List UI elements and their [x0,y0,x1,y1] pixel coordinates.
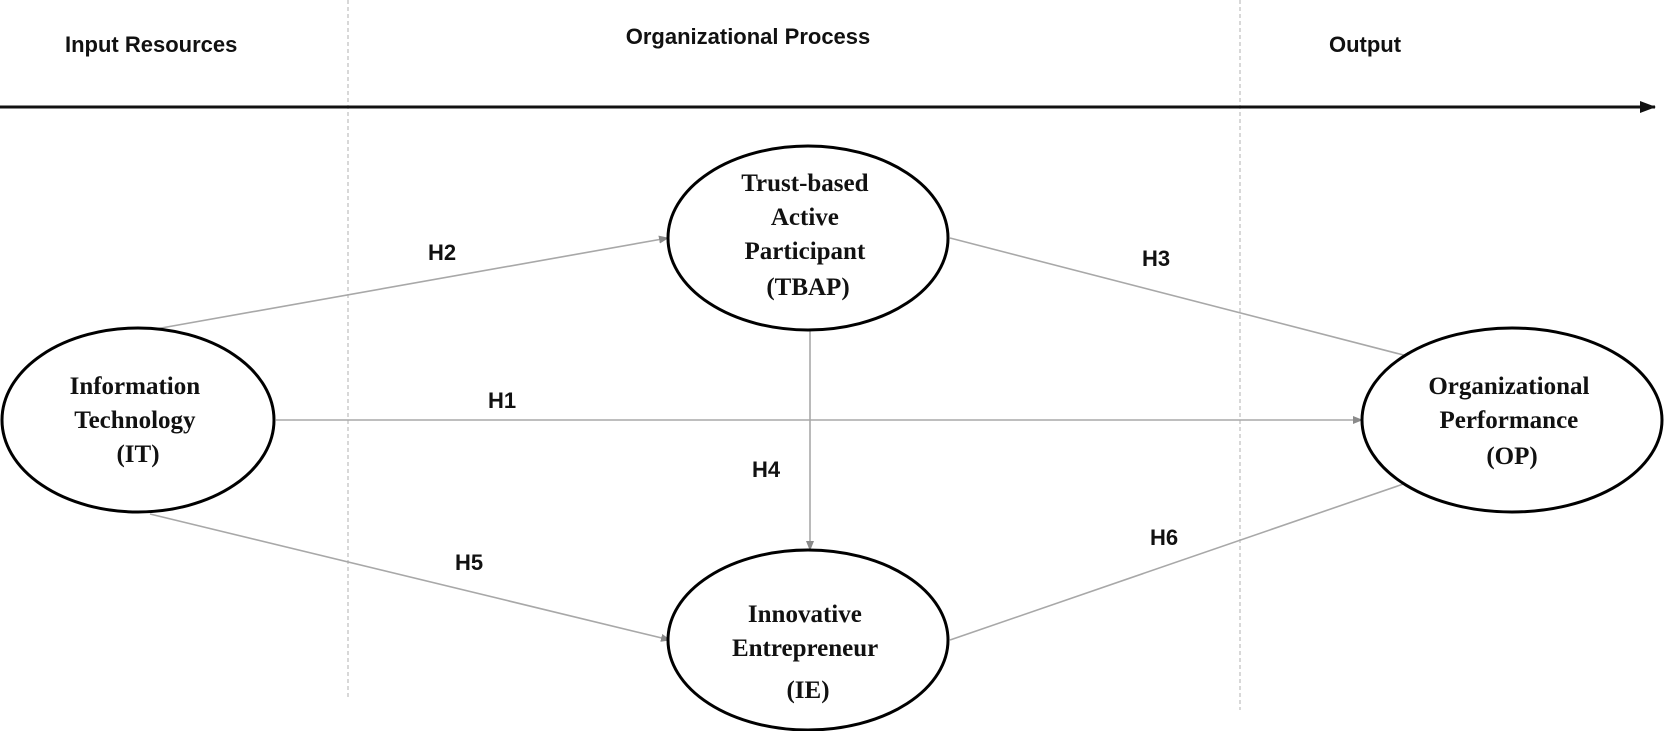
hypothesis-label-h5: H5 [455,550,483,575]
hypothesis-label-h4: H4 [752,457,781,482]
node-tbap-line-4: (TBAP) [766,274,849,301]
node-information-technology-ellipse [0,326,276,514]
node-tbap-line-1: Trust-based [741,170,868,197]
node-ie-line-3: (IE) [786,677,829,704]
node-tbap-line-2: Active [771,204,839,231]
node-op-line-2: Performance [1439,407,1578,434]
node-ie-line-1: Innovative [748,601,862,628]
node-information-technology: Information Technology (IT) [0,326,276,514]
node-it-line-1: Information [70,373,201,400]
hypothesis-label-h6: H6 [1150,525,1178,550]
node-op-line-1: Organizational [1428,373,1589,400]
hypothesis-label-h2: H2 [428,240,456,265]
header-output: Output [1329,32,1402,57]
node-innovative-entrepreneur: Innovative Entrepreneur (IE) [666,548,950,731]
node-tbap-line-3: Participant [744,238,865,265]
node-op-line-3: (OP) [1486,443,1537,470]
node-ie-label: Innovative Entrepreneur (IE) [732,601,884,704]
node-trust-based-active-participant: Trust-based Active Participant (TBAP) [666,144,950,332]
hypothesis-label-h3: H3 [1142,246,1170,271]
node-ie-ellipse [666,548,950,731]
edge-h2-it-to-tbap [149,235,669,331]
node-tbap-ellipse [666,144,950,332]
header-organizational-process: Organizational Process [626,24,871,49]
node-tbap-label: Trust-based Active Participant (TBAP) [741,170,875,301]
node-information-technology-label: Information Technology (IT) [70,373,207,468]
node-it-line-2: Technology [74,407,196,434]
edge-h5-it-to-ie [149,513,671,642]
hypothesis-label-h1: H1 [488,388,516,413]
edge-h6-ie-to-op [949,479,1416,641]
node-organizational-performance: Organizational Performance (OP) [1360,326,1664,514]
node-op-label: Organizational Performance (OP) [1428,373,1595,470]
node-it-line-3: (IT) [116,441,159,468]
node-ie-line-2: Entrepreneur [732,635,878,662]
edge-h3-tbap-to-op [949,237,1416,360]
node-op-ellipse [1360,326,1664,514]
header-input-resources: Input Resources [65,32,237,57]
